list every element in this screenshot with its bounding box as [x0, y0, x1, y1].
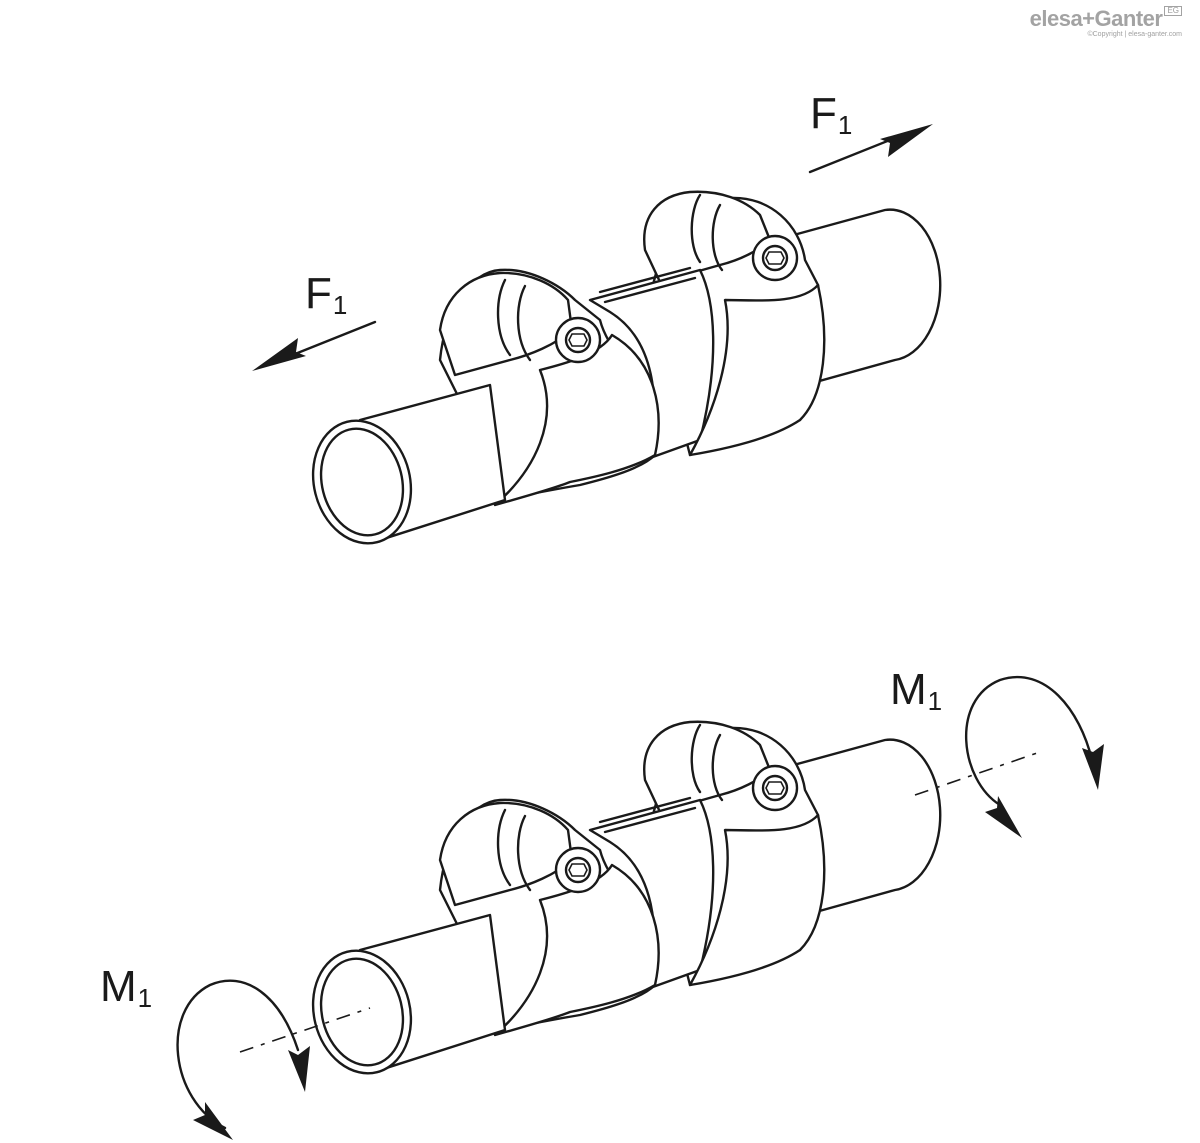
torque-label-left-sub: 1: [137, 983, 153, 1013]
force-label-left-sub: 1: [332, 290, 348, 320]
copyright-note: ©Copyright | elesa-ganter.com: [1087, 31, 1182, 38]
torque-arrow-left: [176, 979, 310, 1140]
force-label-right-main: F: [810, 89, 837, 138]
assembly-axial-force: [299, 190, 942, 555]
axis-centerline-right: [914, 751, 1041, 796]
force-label-left-main: F: [305, 269, 332, 318]
torque-label-right: M1: [890, 665, 942, 715]
torque-label-right-sub: 1: [927, 686, 943, 716]
brand-badge: EG: [1164, 6, 1182, 16]
torque-label-left: M1: [100, 962, 152, 1012]
torque-label-left-main: M: [100, 962, 137, 1011]
assembly-torque: [299, 720, 942, 1085]
brand-wordmark: elesa+Ganter: [1029, 6, 1163, 31]
force-label-left: F1: [305, 269, 347, 319]
axis-centerline-left: [239, 1007, 371, 1053]
force-label-right: F1: [810, 89, 852, 139]
torque-label-right-main: M: [890, 665, 927, 714]
force-arrow-right: [808, 124, 933, 174]
torque-arrow-right: [965, 675, 1104, 838]
force-arrow-left: [252, 320, 377, 371]
force-label-right-sub: 1: [837, 110, 853, 140]
